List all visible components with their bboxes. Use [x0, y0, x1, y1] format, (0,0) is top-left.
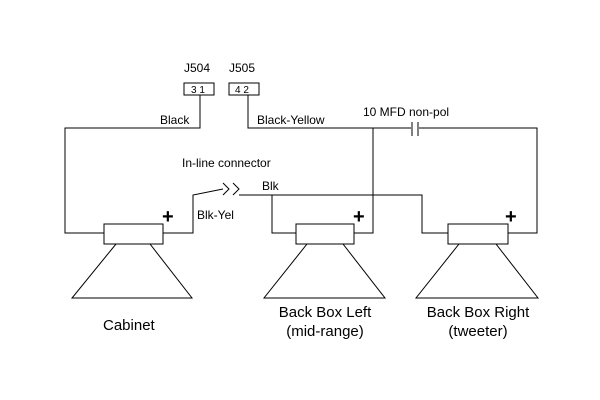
midrange-speaker-cone — [262, 243, 387, 299]
j505-connector — [228, 82, 260, 96]
tweeter-speaker-cone — [414, 243, 540, 299]
midrange-positive-wire — [354, 128, 374, 234]
tweeter-speaker-magnet — [447, 223, 509, 245]
cabinet-speaker — [70, 223, 194, 299]
tweeter-label: Back Box Right — [427, 304, 530, 321]
inline-connector-chevron-right — [232, 182, 240, 196]
inline-connector-chevron-left — [222, 182, 230, 196]
midrange-speaker-magnet — [295, 223, 355, 245]
tweeter-speaker — [414, 223, 540, 299]
cabinet-speaker-magnet — [103, 223, 164, 245]
cabinet-label: Cabinet — [103, 317, 156, 334]
blk-wire — [239, 194, 448, 234]
blk-midrange-wire — [271, 195, 296, 234]
cabinet-polarity: + — [162, 206, 174, 228]
tweeter-sublabel: (tweeter) — [448, 323, 507, 340]
blk-yel-wire-label: Blk-Yel — [197, 208, 234, 222]
j505-pins: 4 2 — [235, 85, 249, 96]
cabinet-speaker-cone — [70, 243, 194, 299]
j505-label: J505 — [229, 61, 255, 75]
tweeter-polarity: + — [505, 206, 517, 228]
midrange-polarity: + — [353, 206, 365, 228]
j504-connector — [183, 82, 215, 96]
j504-pins: 3 1 — [191, 85, 205, 96]
midrange-label: Back Box Left — [279, 304, 372, 321]
j504-label: J504 — [184, 61, 210, 75]
black-yellow-wire-label: Black-Yellow — [257, 113, 325, 127]
midrange-sublabel: (mid-range) — [286, 323, 364, 340]
black-wire — [64, 95, 201, 234]
black-wire-label: Black — [160, 113, 190, 127]
capacitor-label: 10 MFD non-pol — [363, 105, 449, 119]
black-yellow-wire — [247, 95, 411, 129]
tweeter-positive-wire — [419, 127, 538, 234]
blk-wire-label: Blk — [262, 179, 280, 193]
inline-connector-label: In-line connector — [182, 156, 271, 170]
blk-yel-wire — [163, 188, 224, 234]
midrange-speaker — [262, 223, 387, 299]
